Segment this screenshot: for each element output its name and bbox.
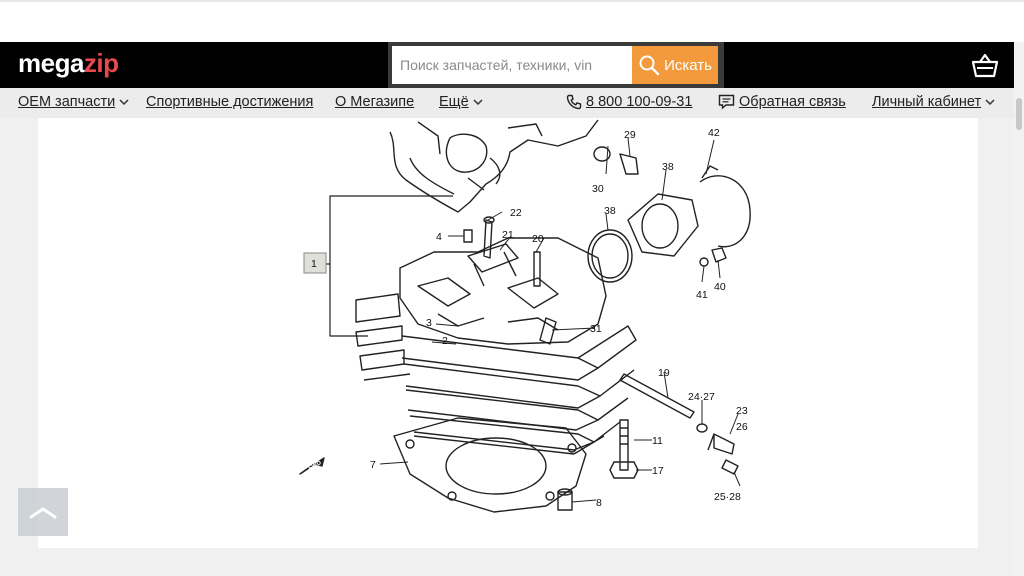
site-header: megazip Искать	[0, 42, 1024, 88]
rocker-area	[417, 277, 559, 331]
fwd-arrow	[299, 457, 325, 475]
callout-17: 17	[652, 465, 664, 477]
nav-feedback-label: Обратная связь	[739, 94, 846, 110]
search-button[interactable]: Искать	[632, 46, 718, 84]
cylinder-head-top	[399, 237, 607, 345]
callout-41: 41	[696, 289, 708, 301]
nav-oem-label: OEM запчасти	[18, 94, 116, 110]
callout-31: 31	[590, 323, 602, 335]
plug-29	[619, 153, 639, 175]
callout-30: 30	[592, 183, 604, 195]
site-logo[interactable]: megazip	[18, 48, 119, 79]
callout-42: 42	[708, 127, 720, 139]
callout-24-27: 24·27	[688, 391, 715, 403]
nav-phone[interactable]: 8 800 100-09-31	[566, 94, 692, 110]
search-input[interactable]	[392, 46, 632, 84]
callout-1: 1	[311, 258, 317, 270]
spark-plug-31	[539, 317, 557, 345]
head-bolt-block	[467, 243, 519, 287]
bolt-22	[483, 219, 493, 259]
bolt-25	[721, 459, 739, 475]
search-bar: Искать	[388, 42, 724, 88]
nav-more[interactable]: Ещё	[439, 94, 483, 110]
crankcase-part-inner	[409, 157, 501, 195]
dowel-8	[557, 491, 573, 511]
callout-38-a: 38	[662, 161, 674, 173]
bolt-20	[533, 251, 541, 287]
callout-1-box	[303, 252, 327, 274]
search-icon	[639, 55, 660, 76]
callout-2: 2	[442, 335, 448, 347]
clamp-42	[699, 175, 751, 248]
nav-sport[interactable]: Спортивные достижения	[146, 94, 313, 110]
chevron-down-icon	[473, 99, 483, 106]
nav-account-label: Личный кабинет	[872, 94, 982, 110]
bolt-40	[711, 247, 727, 263]
fitting-23	[707, 433, 735, 455]
callout-22: 22	[510, 207, 522, 219]
callout-29: 29	[624, 129, 636, 141]
callout-26: 26	[736, 421, 748, 433]
washer-41	[699, 257, 709, 267]
logo-main: mega	[18, 48, 84, 78]
phone-icon	[566, 94, 582, 110]
nav-oem-parts[interactable]: OEM запчасти	[18, 94, 129, 110]
nav-about[interactable]: О Мегазипе	[335, 94, 414, 110]
browser-top-strip	[0, 0, 1024, 42]
chat-icon	[718, 94, 735, 110]
cylinder-fins	[401, 335, 601, 455]
chevron-down-icon	[985, 99, 995, 106]
chevron-down-icon	[119, 99, 129, 106]
assembly-bracket	[322, 195, 453, 337]
base-gasket	[393, 417, 587, 513]
callout-4: 4	[436, 231, 442, 243]
nav-feedback[interactable]: Обратная связь	[718, 94, 846, 110]
callout-7: 7	[370, 459, 376, 471]
diagram-panel	[38, 118, 978, 548]
oring-38	[587, 229, 633, 283]
dowel-4	[463, 229, 473, 243]
nav-phone-label: 8 800 100-09-31	[586, 94, 693, 110]
nav-about-label: О Мегазипе	[335, 94, 415, 110]
scrollbar-thumb[interactable]	[1016, 98, 1022, 130]
pin-19	[619, 373, 695, 419]
cylinder-side	[573, 325, 637, 455]
nav-sport-label: Спортивные достижения	[146, 94, 314, 110]
cart-icon[interactable]	[970, 51, 1000, 79]
page-scrollbar[interactable]	[1014, 42, 1024, 576]
nut-17	[609, 461, 639, 479]
nav-account[interactable]: Личный кабинет	[872, 94, 995, 110]
callout-20: 20	[532, 233, 544, 245]
parts-diagram: 1 2 3 4 7 8 11 17 19 20 21 22 23 24·27 2…	[299, 119, 751, 513]
callout-11: 11	[652, 435, 663, 447]
logo-accent: zip	[83, 48, 119, 78]
callout-23: 23	[736, 405, 748, 417]
scroll-to-top-button[interactable]	[18, 488, 68, 536]
callout-40: 40	[714, 281, 726, 293]
search-button-label: Искать	[664, 56, 712, 74]
callout-3: 3	[426, 317, 432, 329]
callout-25-28: 25·28	[714, 491, 741, 503]
oring-24	[696, 423, 708, 433]
callout-19: 19	[658, 367, 670, 379]
main-nav: OEM запчасти Спортивные достижения О Мег…	[0, 88, 1014, 118]
stud-11	[619, 419, 629, 471]
intake-pipe-38	[627, 193, 699, 257]
nav-more-label: Ещё	[439, 94, 469, 110]
washer-30	[593, 146, 611, 162]
crankcase-part	[389, 119, 599, 213]
gasket-bore	[445, 437, 547, 495]
chevron-up-icon	[29, 506, 57, 518]
callout-21: 21	[502, 229, 514, 241]
callout-8: 8	[596, 497, 602, 509]
leader-lines	[379, 137, 741, 503]
cylinder-head-body	[355, 293, 411, 381]
callout-38-b: 38	[604, 205, 616, 217]
